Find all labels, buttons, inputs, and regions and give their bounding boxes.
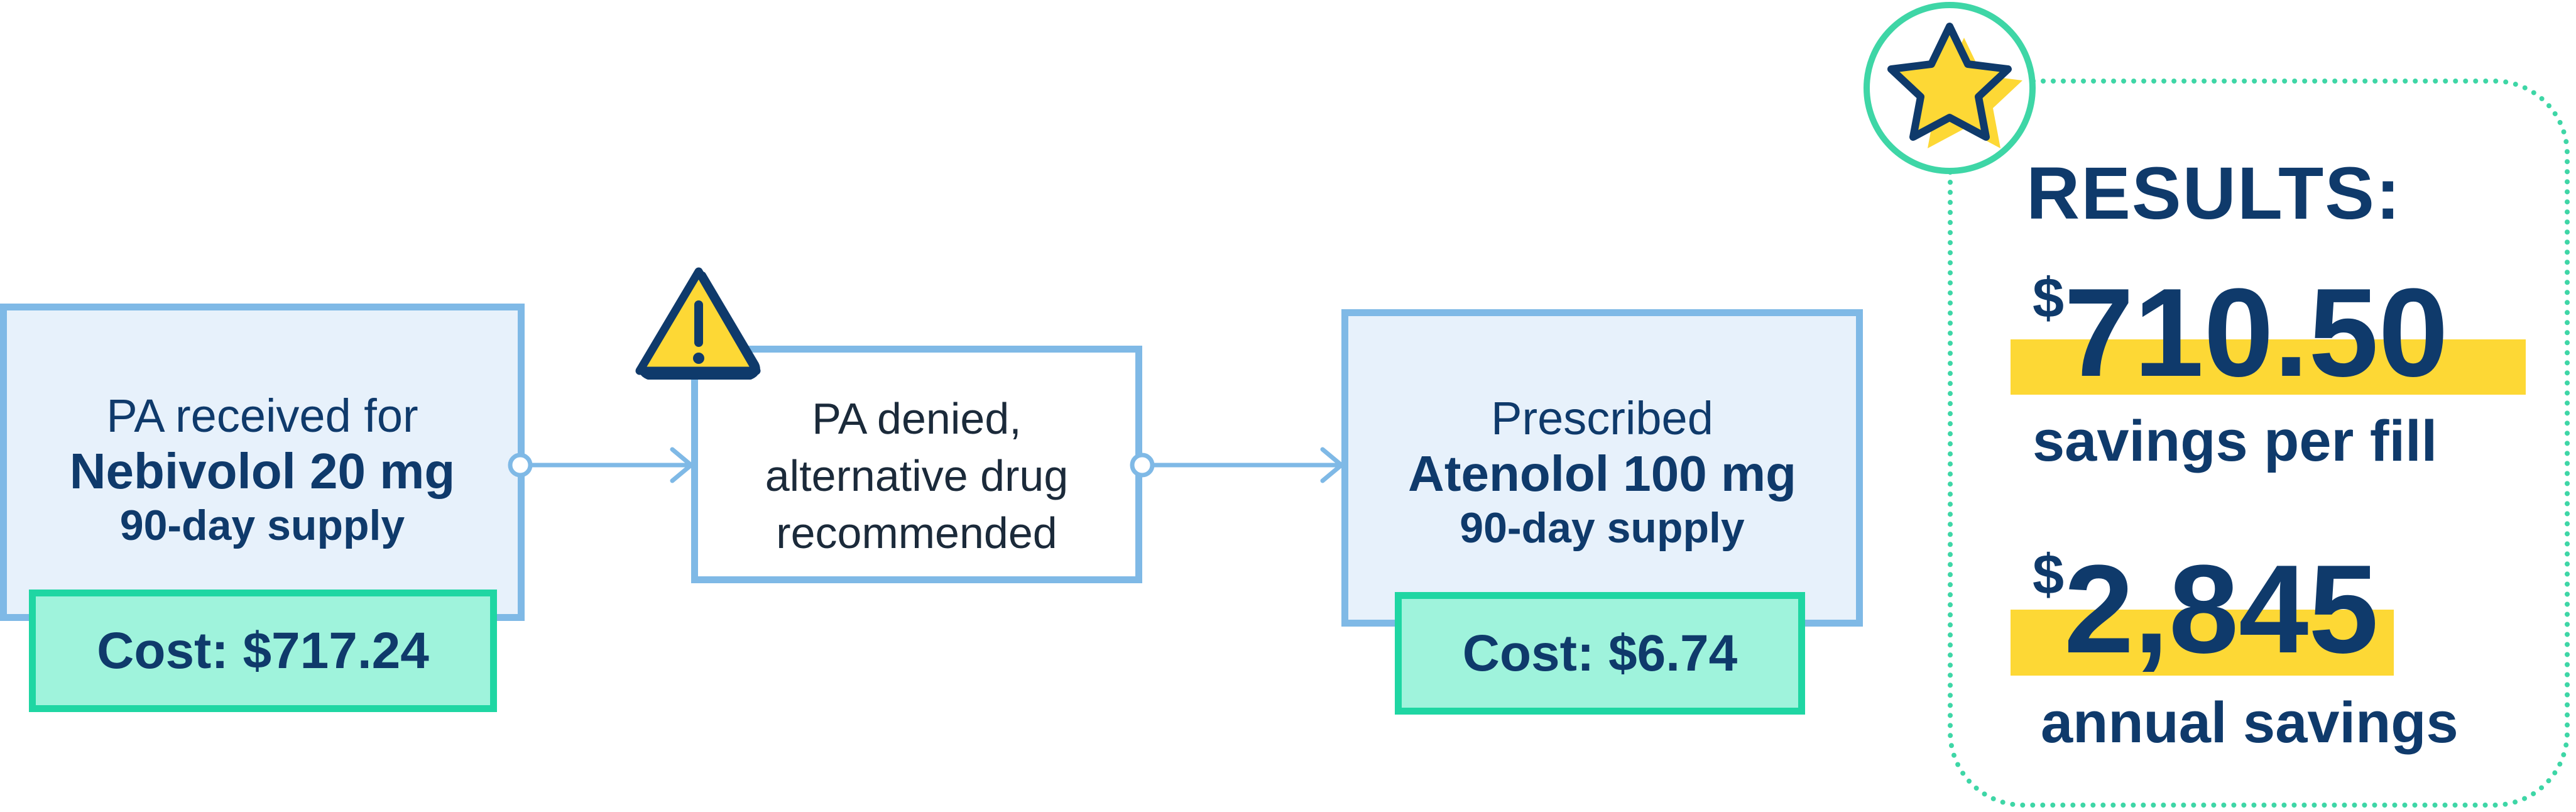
step3-cost-label: Cost: $6.74 — [1462, 624, 1738, 682]
step1-supply: 90-day supply — [119, 502, 405, 550]
star-icon — [1887, 23, 2022, 148]
step1-cost-label: Cost: $717.24 — [97, 622, 429, 679]
annual-savings-amount: $2,845 — [2033, 547, 2379, 672]
step2-line2: alternative drug — [765, 451, 1069, 500]
connector-arrow-1 — [508, 447, 694, 483]
warning-icon — [635, 267, 761, 380]
highlight-per-fill — [2011, 339, 2526, 395]
step3-line1: Prescribed — [1491, 392, 1713, 444]
results-panel — [1948, 79, 2570, 808]
step3-cost-badge: Cost: $6.74 — [1395, 592, 1805, 715]
annual-savings-caption: annual savings — [2041, 691, 2459, 755]
step2-line1: PA denied, — [812, 394, 1022, 443]
step2-box: PA denied, alternative drug recommended — [691, 346, 1142, 583]
savings-per-fill-caption: savings per fill — [2033, 409, 2438, 473]
annual-savings-dollar: $ — [2033, 544, 2065, 606]
step2-line3: recommended — [776, 508, 1057, 557]
savings-per-fill-value: 710.50 — [2064, 263, 2448, 403]
step1-cost-badge: Cost: $717.24 — [29, 590, 497, 712]
savings-per-fill-amount: $710.50 — [2033, 270, 2448, 396]
results-title: RESULTS: — [2026, 152, 2402, 235]
highlight-annual — [2011, 610, 2394, 676]
savings-per-fill-dollar: $ — [2033, 267, 2065, 330]
step1-drug: Nebivolol 20 mg — [69, 443, 456, 500]
annual-savings-value: 2,845 — [2064, 539, 2379, 679]
step1-box: PA received for Nebivolol 20 mg 90-day s… — [0, 304, 525, 621]
step3-supply: 90-day supply — [1460, 504, 1745, 552]
step1-line1: PA received for — [106, 390, 418, 442]
step3-drug: Atenolol 100 mg — [1408, 446, 1796, 502]
connector-arrow-2 — [1130, 447, 1344, 483]
